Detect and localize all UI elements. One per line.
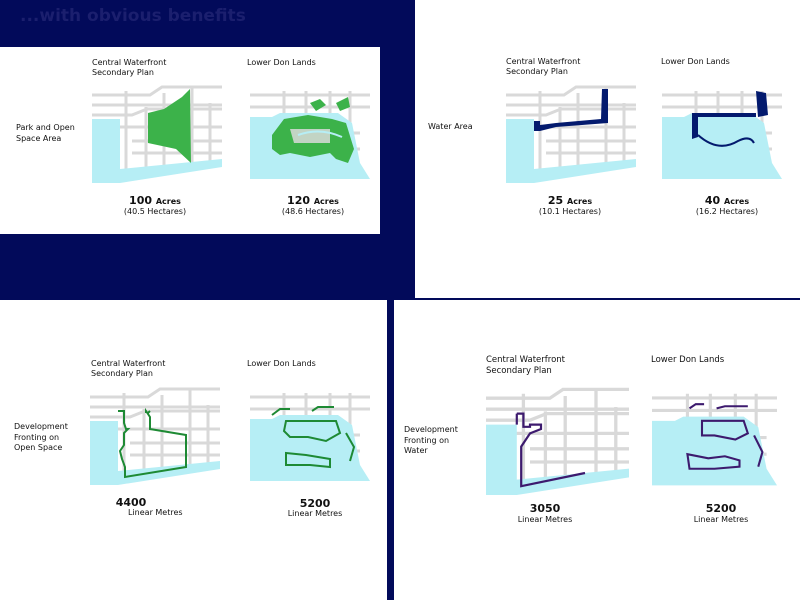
value-central-dev-open: 4400 [115, 496, 147, 509]
water-body [90, 421, 220, 485]
map-central-park [92, 85, 222, 183]
value-lower-don-park: 120 Acres [287, 194, 339, 207]
value-central-park: 100 Acres [129, 194, 181, 207]
map-lower-don-park [250, 91, 370, 179]
water-area [534, 89, 608, 131]
dev-frontage [686, 403, 764, 470]
value-lower-don-dev-open: 5200 [299, 497, 331, 510]
heading-lower-don-lands: Lower Don Lands [651, 355, 725, 365]
heading-lower-don-lands: Lower Don Lands [247, 359, 316, 368]
sub-lower-don-park: (48.6 Hectares) [281, 207, 345, 216]
map-central-dev-open [90, 387, 220, 485]
value-central-dev-water: 3050 [529, 502, 561, 515]
value-lower-don-dev-water: 5200 [705, 502, 737, 515]
water-area [692, 91, 768, 139]
dev-frontage [118, 407, 187, 479]
sub-lower-don-water: (16.2 Hectares) [695, 207, 759, 216]
page-title: ...with obvious benefits [20, 6, 246, 26]
map-lower-don-water [662, 91, 782, 179]
sub-central-park: (40.5 Hectares) [123, 207, 187, 216]
heading-lower-don-lands: Lower Don Lands [661, 57, 730, 66]
row-label-water: Water Area [428, 122, 473, 131]
map-central-dev-water [486, 387, 629, 495]
water-body [652, 416, 777, 486]
sub-central-dev-water: Linear Metres [517, 515, 573, 524]
streets [92, 85, 222, 175]
dev-frontage [271, 406, 356, 469]
navy-divider-vertical [387, 300, 394, 600]
sub-central-water: (10.1 Hectares) [538, 207, 602, 216]
map-central-water [506, 85, 636, 183]
water-body [92, 119, 222, 183]
water-body [250, 415, 370, 481]
sub-lower-don-dev-water: Linear Metres [693, 515, 749, 524]
navy-divider-horizontal [415, 298, 800, 300]
navy-banner [0, 0, 415, 47]
value-lower-don-water: 40 Acres [704, 194, 750, 207]
navy-block-bottom [0, 234, 415, 300]
park-area [148, 89, 191, 163]
value-central-water: 25 Acres [547, 194, 593, 207]
heading-lower-don-lands: Lower Don Lands [247, 58, 316, 67]
water-body [506, 119, 636, 183]
dev-frontage [515, 412, 586, 488]
sub-central-dev-open: Linear Metres [128, 508, 183, 517]
sub-lower-don-dev-open: Linear Metres [287, 509, 343, 518]
map-lower-don-dev-water [652, 393, 777, 486]
water-body [486, 424, 629, 495]
map-lower-don-dev-open [250, 393, 370, 481]
